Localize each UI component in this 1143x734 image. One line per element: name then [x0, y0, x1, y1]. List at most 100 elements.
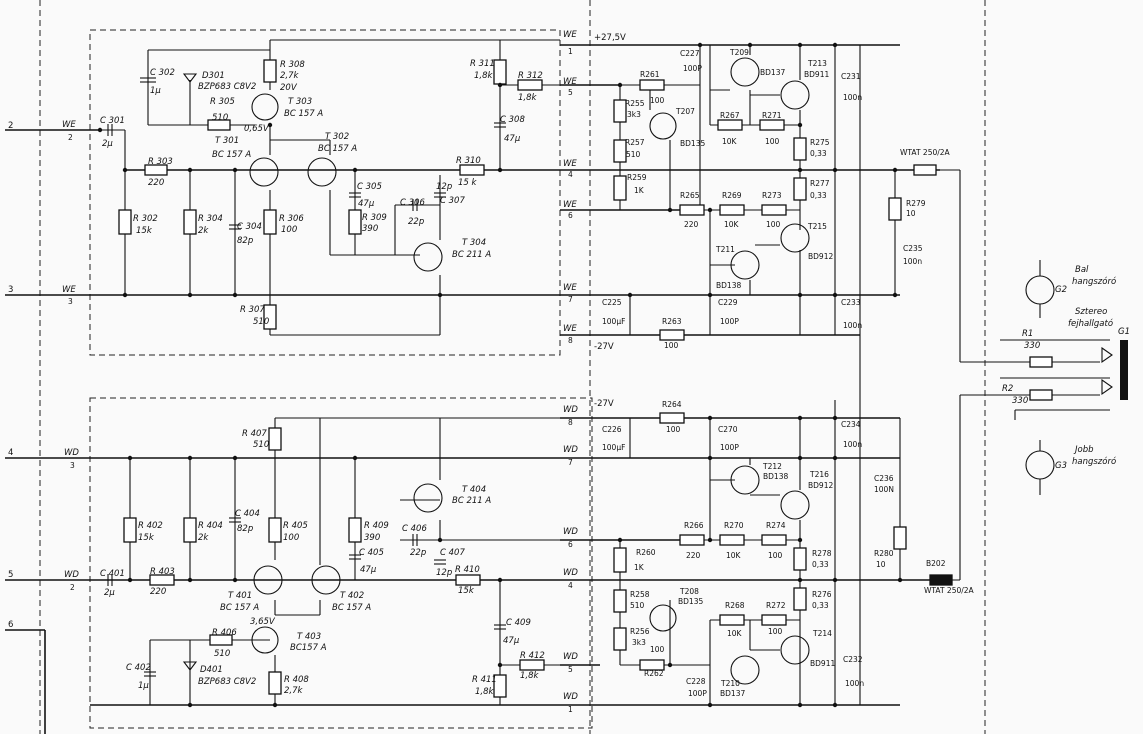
G3-label: G3 [1055, 461, 1067, 471]
C226-value: 100µF [602, 443, 625, 452]
C406-label: C 406 [402, 524, 427, 534]
R256-body [613, 627, 627, 651]
R279-label: R279 [906, 199, 926, 208]
R264-label: R264 [662, 400, 682, 409]
R402-value: 15k [138, 533, 155, 543]
R255-value: 3k3 [627, 110, 641, 119]
T207-value: BD135 [680, 139, 705, 148]
R280-value: 10 [876, 560, 886, 569]
R412-body [519, 659, 545, 671]
wd-in-label-3: WD [64, 448, 79, 458]
R410-body [455, 574, 481, 586]
R405-label: R 405 [283, 521, 308, 531]
we-label-6: WE [563, 200, 577, 210]
left-speaker-title: Bal [1075, 265, 1089, 275]
right-speaker-title: Jobb [1073, 445, 1094, 455]
T302-symbol [307, 157, 337, 187]
C270-label: C270 [718, 425, 738, 434]
R279-value: 10 [906, 209, 916, 218]
R258-value: 510 [630, 601, 645, 610]
R412-value: 1,8k [520, 671, 540, 681]
C402-value: 1µ [138, 681, 149, 691]
C404-value: 82p [237, 524, 253, 534]
T402-label: T 402 [340, 591, 364, 601]
R265-label: R265 [680, 191, 700, 200]
C407-label: C 407 [440, 548, 465, 558]
R309-value: 390 [362, 224, 378, 234]
wd-pin-7: 7 [568, 458, 573, 467]
R402-body [123, 517, 137, 543]
T208-label: T208 [679, 587, 699, 596]
C401-label: C 401 [100, 569, 125, 579]
R412-label: R 412 [520, 651, 545, 661]
T304-label: T 304 [462, 238, 486, 248]
we-label-8: WE [563, 324, 577, 334]
R266-body [679, 534, 705, 546]
R277-value: 0,33 [810, 191, 827, 200]
T213-value: BD911 [804, 70, 829, 79]
C226-label: C226 [602, 425, 622, 434]
R272-label: R272 [766, 601, 786, 610]
T404-value: BC 211 A [452, 496, 491, 506]
C305-value: 47µ [358, 199, 375, 209]
R268-value: 10K [727, 629, 743, 638]
R277-label: R277 [810, 179, 830, 188]
T404-symbol [413, 483, 443, 513]
T214-symbol [780, 635, 810, 665]
we-pin-7: 7 [568, 295, 573, 304]
C307-label: C 307 [440, 196, 465, 206]
wd-pin-6: 6 [568, 540, 573, 549]
R276-body [793, 587, 807, 611]
we-pin-1: 1 [568, 47, 573, 56]
R279-body [888, 197, 902, 221]
R308-value: 2,7k [280, 71, 300, 81]
R280-label: R280 [874, 549, 894, 558]
top-preamp-box [89, 29, 561, 356]
R260-label: R260 [636, 548, 656, 557]
R268-body [719, 614, 745, 626]
R263-label: R263 [662, 317, 682, 326]
C302-value: 1µ [150, 86, 161, 96]
C409-value: 47µ [503, 636, 520, 646]
T216-value: BD912 [808, 481, 833, 490]
R274-label: R274 [766, 521, 786, 530]
R263-body [659, 329, 685, 341]
T301-label: T 301 [215, 136, 239, 146]
wd-label-8: WD [563, 405, 578, 415]
C306-value: 22p [408, 217, 424, 227]
T403-symbol [251, 626, 279, 654]
R267-value: 10K [722, 137, 738, 146]
R307-label: R 307 [240, 305, 265, 315]
R307-value: 510 [253, 317, 269, 327]
headphone-jack-symbol [1120, 340, 1128, 400]
R1-value: 330 [1024, 341, 1040, 351]
C235-value: 100n [903, 257, 922, 266]
wd-pin-1: 1 [568, 705, 573, 714]
T208-value: BD135 [678, 597, 703, 606]
fuse-bot-body [929, 574, 953, 586]
R271-label: R271 [762, 111, 782, 120]
C232-value: 100n [845, 679, 864, 688]
R310-value: 15 k [458, 178, 478, 188]
T214-value: BD911 [810, 659, 835, 668]
R2-value: 330 [1012, 396, 1028, 406]
wd-in-pin-3: 3 [70, 461, 75, 470]
C233-label: C233 [841, 298, 861, 307]
C409-label: C 409 [506, 618, 531, 628]
R272-body [761, 614, 787, 626]
R408-label: R 408 [284, 675, 309, 685]
T212-value: BD138 [763, 472, 788, 481]
C227-value: 100P [683, 64, 702, 73]
R308-body [263, 59, 277, 83]
right-speaker-sub: hangszóró [1072, 456, 1116, 467]
wd-label-4: WD [563, 568, 578, 578]
v20-label: 20V [280, 83, 298, 93]
T212-symbol [730, 465, 760, 495]
C270-value: 100P [720, 443, 739, 452]
C404-label: C 404 [235, 509, 260, 519]
R305-label: R 305 [210, 97, 235, 107]
R280-body [893, 526, 907, 550]
R259-value: 1K [634, 186, 645, 195]
R306-value: 100 [281, 225, 297, 235]
R409-value: 390 [364, 533, 380, 543]
